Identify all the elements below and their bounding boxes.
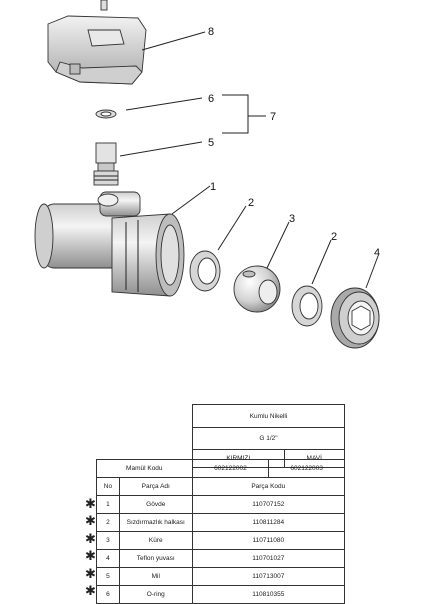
callout-1: 1 — [210, 181, 216, 193]
product-name-cell: Kumlu Nikelli — [192, 404, 345, 428]
exploded-view-diagram: 8 6 7 5 1 2 3 2 4 — [34, 0, 380, 349]
table-row: 2 Sızdırmazlık halkası 110811284 — [96, 513, 346, 532]
spare-part-marker: ✱ — [85, 566, 96, 581]
row-part-name: Mil — [118, 567, 193, 586]
callout-3: 3 — [289, 213, 295, 225]
spare-part-marker: ✱ — [85, 496, 96, 511]
col-part-code-header: Parça Kodu — [191, 477, 346, 496]
table-row: 4 Teflon yuvası 110701027 — [96, 549, 346, 568]
callout-8: 8 — [208, 26, 214, 38]
stem-top-stub — [100, 0, 108, 11]
row-part-name: Teflon yuvası — [118, 549, 193, 568]
row-part-name: Sızdırmazlık halkası — [118, 513, 193, 532]
table-row: 3 Küre 110711080 — [96, 531, 346, 550]
col-part-name-header: Parça Adı — [118, 477, 193, 496]
row-part-name: Küre — [118, 531, 193, 550]
o-ring-hole — [100, 111, 112, 117]
row-no: 5 — [96, 567, 120, 586]
row-no: 6 — [96, 585, 120, 604]
callout-2-left: 2 — [248, 197, 254, 209]
col-no-header: No — [96, 477, 120, 496]
row-part-name: O-ring — [118, 585, 193, 604]
spec-header-table: Kumlu Nikelli G 1/2" KIRMIZI MAVİ — [192, 404, 345, 468]
spare-part-marker: ✱ — [85, 513, 96, 528]
row-no: 1 — [96, 495, 120, 514]
row-part-code: 110713007 — [191, 567, 346, 586]
product-code-row: Mamül Kodu 602122002 602122003 — [96, 459, 345, 478]
callout-6: 6 — [208, 93, 214, 105]
stem-part — [93, 142, 119, 186]
spare-part-marker: ✱ — [85, 548, 96, 563]
row-part-code: 110811284 — [191, 513, 346, 532]
callout-7: 7 — [270, 111, 276, 123]
row-part-code: 110810355 — [191, 585, 346, 604]
row-part-name: Gövde — [118, 495, 193, 514]
handle-part — [47, 15, 147, 85]
parts-table: Mamül Kodu 602122002 602122003 No Parça … — [96, 459, 346, 604]
table-row: 1 Gövde 110707152 — [96, 495, 346, 514]
size-cell: G 1/2" — [192, 427, 345, 450]
row-no: 3 — [96, 531, 120, 550]
table-header-row: No Parça Adı Parça Kodu — [96, 477, 346, 496]
product-code-label: Mamül Kodu — [96, 459, 193, 478]
table-row: 5 Mil 110713007 — [96, 567, 346, 586]
seal-ring-right-part — [291, 285, 323, 327]
code-red-cell: 602122002 — [191, 459, 270, 478]
callout-4: 4 — [374, 247, 380, 259]
row-no: 4 — [96, 549, 120, 568]
spare-part-marker: ✱ — [85, 583, 96, 598]
table-row: 6 O-ring 110810355 — [96, 585, 346, 604]
code-blue-cell: 602122003 — [268, 459, 345, 478]
spare-part-marker: ✱ — [85, 531, 96, 546]
seat-nut-part — [330, 287, 380, 349]
seal-ring-left-part — [189, 250, 221, 292]
body-part — [34, 191, 185, 297]
leader-lines — [119, 31, 379, 289]
row-no: 2 — [96, 513, 120, 532]
row-part-code: 110707152 — [191, 495, 346, 514]
ball-part — [233, 265, 281, 313]
row-part-code: 110711080 — [191, 531, 346, 550]
callout-5: 5 — [208, 137, 214, 149]
callout-2-right: 2 — [331, 231, 337, 243]
row-part-code: 110701027 — [191, 549, 346, 568]
